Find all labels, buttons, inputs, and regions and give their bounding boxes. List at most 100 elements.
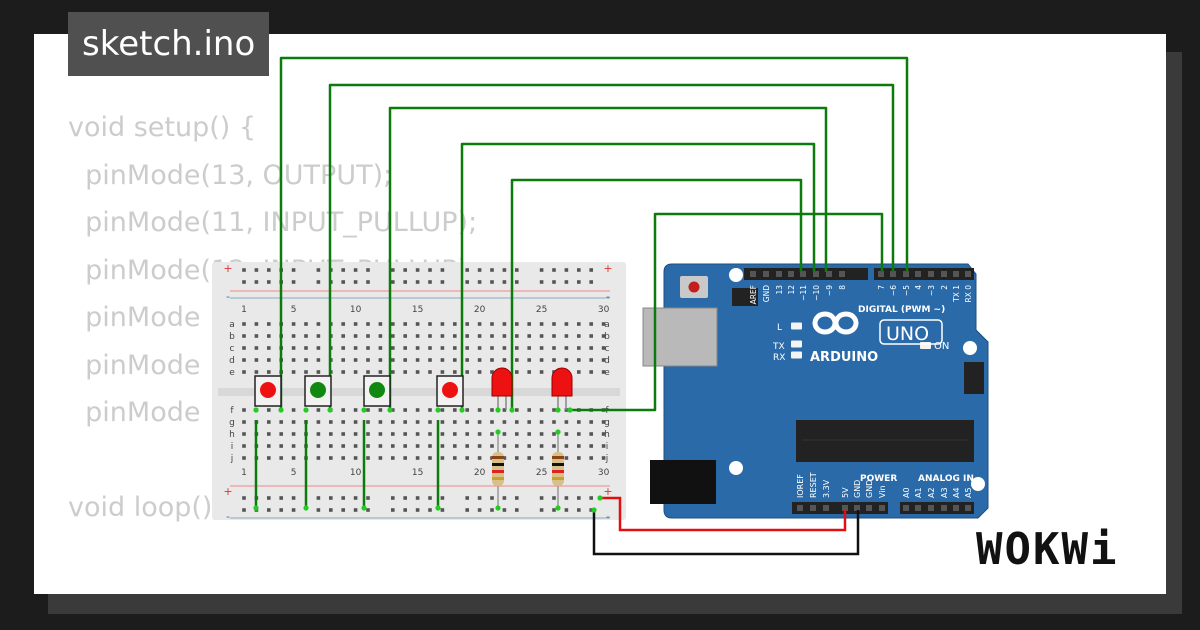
- breadboard-hole: [502, 456, 507, 460]
- breadboard-hole: [304, 334, 308, 338]
- breadboard-hole: [254, 334, 259, 338]
- column-number: 10: [350, 468, 362, 478]
- signal-wire: [388, 106, 828, 410]
- breadboard-hole: [415, 456, 420, 460]
- breadboard-hole: [378, 408, 383, 412]
- rail-hole: [440, 508, 445, 512]
- connection-dot: [435, 505, 441, 511]
- breadboard-hole: [601, 432, 606, 436]
- breadboard-hole: [353, 370, 358, 374]
- brand-label: ARDUINO: [810, 350, 878, 365]
- breadboard-hole: [391, 370, 395, 374]
- header-pin: [797, 505, 803, 511]
- power-pin-label: 3.3V: [822, 479, 831, 498]
- atmega-chip: [796, 420, 974, 462]
- rail-hole: [552, 496, 556, 500]
- header-pin: [800, 271, 806, 277]
- breadboard-hole: [378, 358, 383, 362]
- header-pin: [866, 505, 872, 511]
- rail-hole: [391, 268, 395, 272]
- breadboard-hole: [341, 346, 345, 350]
- header-pin: [903, 505, 909, 511]
- sketch-filename-label: sketch.ino: [68, 12, 270, 76]
- breadboard-hole: [527, 432, 531, 436]
- header-pin: [953, 271, 959, 277]
- breadboard-hole: [527, 322, 531, 326]
- row-letter: h: [229, 430, 235, 440]
- breadboard-hole: [291, 408, 296, 412]
- mount-hole: [971, 477, 985, 491]
- analog-pin-label: A5: [964, 487, 973, 498]
- rail-hole: [366, 280, 370, 284]
- breadboard-hole: [477, 346, 482, 350]
- breadboard-hole: [279, 456, 283, 460]
- breadboard-hole: [490, 370, 494, 374]
- rail-hole: [267, 496, 271, 500]
- breadboard-hole: [589, 432, 593, 436]
- rail-hole: [564, 268, 569, 272]
- breadboard-hole: [366, 432, 370, 436]
- rail-hole: [329, 508, 333, 512]
- breadboard-hole: [254, 358, 259, 362]
- breadboard-hole: [304, 358, 308, 362]
- rail-hole: [564, 496, 569, 500]
- power-pin-label: GND: [853, 480, 862, 498]
- breadboard-hole: [527, 408, 531, 412]
- rail-hole: [403, 496, 407, 500]
- rail-hole: [242, 508, 246, 512]
- breadboard-hole: [391, 346, 395, 350]
- resistor-band: [492, 463, 504, 466]
- breadboard-hole: [378, 456, 383, 460]
- components: [253, 367, 603, 513]
- breadboard-hole: [329, 420, 333, 424]
- connection-dot: [253, 505, 259, 511]
- breadboard-hole: [577, 432, 581, 436]
- rail-hole: [465, 280, 469, 284]
- breadboard-hole: [577, 334, 581, 338]
- breadboard-hole: [539, 444, 544, 448]
- rail-hole: [577, 268, 581, 272]
- power-pin-label: Vin: [878, 485, 887, 498]
- header-pin: [965, 505, 971, 511]
- breadboard-hole: [267, 456, 271, 460]
- row-letter: g: [229, 418, 235, 428]
- pushbutton-cap: [310, 382, 326, 398]
- breadboard-hole: [304, 346, 308, 350]
- digital-pin-label: 4: [914, 285, 923, 290]
- breadboard-hole: [527, 358, 531, 362]
- breadboard-hole: [564, 444, 569, 448]
- breadboard-hole: [539, 408, 544, 412]
- row-letter: h: [604, 430, 610, 440]
- breadboard-hole: [477, 432, 482, 436]
- column-number: 20: [474, 468, 486, 478]
- breadboard-hole: [353, 420, 358, 424]
- breadboard-hole: [279, 420, 283, 424]
- breadboard-hole: [242, 432, 246, 436]
- header-pin: [878, 271, 884, 277]
- model-label: UNO: [886, 323, 929, 345]
- breadboard-hole: [539, 346, 544, 350]
- breadboard-hole: [453, 456, 457, 460]
- rail-hole: [552, 280, 556, 284]
- breadboard-hole: [564, 358, 569, 362]
- rail-plus: +: [223, 485, 232, 498]
- breadboard-hole: [391, 444, 395, 448]
- connection-dot: [495, 429, 501, 435]
- breadboard-hole: [440, 420, 445, 424]
- ground-supply-wire: [592, 510, 860, 556]
- rail-hole: [341, 268, 345, 272]
- breadboard-hole: [453, 420, 457, 424]
- breadboard-hole: [552, 432, 556, 436]
- breadboard-hole: [477, 358, 482, 362]
- column-number: 15: [412, 305, 423, 315]
- breadboard-hole: [539, 370, 544, 374]
- breadboard-hole: [403, 408, 407, 412]
- rail-hole: [316, 496, 321, 500]
- rail-hole: [242, 280, 246, 284]
- breadboard-hole: [428, 322, 432, 326]
- breadboard-hole: [515, 444, 519, 448]
- rail-hole: [316, 280, 321, 284]
- signal-wire: [510, 178, 803, 410]
- breadboard-hole: [279, 444, 283, 448]
